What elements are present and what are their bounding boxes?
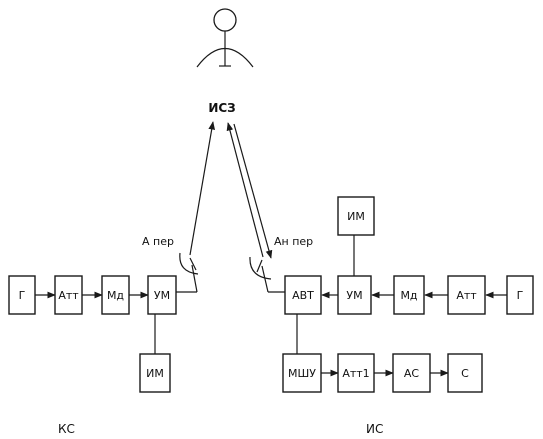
is-block-attenuator1-label: Атт1 (342, 367, 369, 380)
is-bottom-chain: МШУ Атт1 АС С (282, 314, 483, 393)
satellite-label: ИСЗ (208, 101, 235, 115)
downlink-is (233, 123, 273, 259)
is-block-attenuator1 (337, 353, 375, 393)
receive-antenna-icon (249, 256, 285, 293)
ks-block-meter-label: ИМ (146, 367, 164, 380)
is-block-attenuator (447, 275, 486, 315)
transmit-antenna-label: А пер (142, 235, 174, 248)
receive-antenna-label: Ан пер (274, 235, 313, 248)
is-block-as (392, 353, 431, 393)
is-block-amplifier (337, 275, 372, 315)
is-block-modulator-label: Мд (400, 289, 417, 302)
is-block-meter (337, 196, 375, 236)
uplink-ks (189, 121, 216, 256)
ks-block-amplifier-label: УМ (154, 289, 170, 302)
is-block-switch (284, 275, 322, 315)
is-block-meter-label: ИМ (347, 210, 365, 223)
is-block-c-label: С (461, 367, 469, 380)
is-top-chain: АВТ УМ Мд Атт Г ИМ (284, 196, 534, 315)
is-block-c (447, 353, 483, 393)
ks-block-modulator-label: Мд (107, 289, 124, 302)
ks-block-attenuator-label: Атт (58, 289, 79, 302)
ks-block-amplifier (147, 275, 177, 315)
transmit-antenna-icon (177, 252, 199, 293)
satellite-icon (196, 8, 254, 68)
ks-block-generator-label: Г (19, 289, 26, 302)
ks-chain: Г Атт Мд УМ ИМ (8, 275, 177, 393)
is-station-label: ИС (366, 422, 383, 436)
is-block-lna-label: МШУ (288, 367, 316, 380)
is-block-generator (506, 275, 534, 315)
is-block-generator-label: Г (517, 289, 524, 302)
is-block-modulator (393, 275, 425, 315)
uplink-is (226, 122, 264, 258)
ks-station-label: КС (58, 422, 75, 436)
ks-block-generator (8, 275, 36, 315)
ks-block-meter (139, 353, 171, 393)
is-block-switch-label: АВТ (292, 289, 314, 302)
is-block-attenuator-label: Атт (456, 289, 477, 302)
is-block-amplifier-label: УМ (346, 289, 362, 302)
is-block-as-label: АС (404, 367, 420, 380)
